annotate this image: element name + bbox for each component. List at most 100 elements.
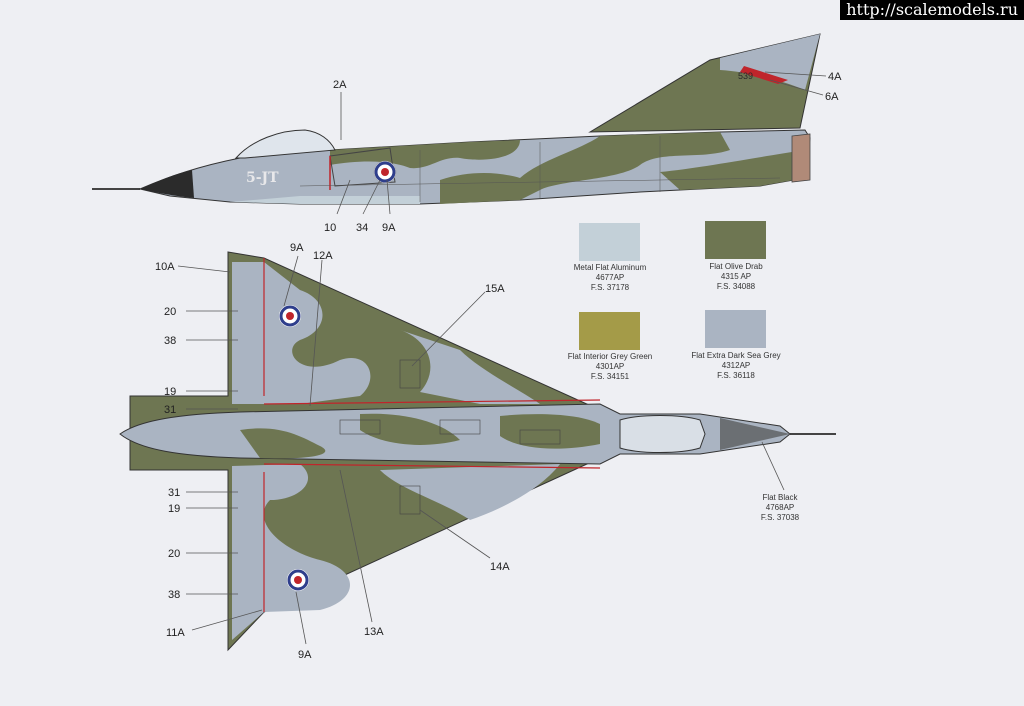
- planform-camo-olive: [240, 428, 326, 459]
- swatch-label-aluminum: Metal Flat Aluminum 4677AP F.S. 37178: [540, 263, 680, 293]
- profile-roundel-blue: [374, 161, 396, 183]
- swatch-name: Metal Flat Aluminum: [573, 263, 647, 272]
- swatch-name: Flat Olive Drab: [709, 262, 763, 271]
- swatch-fs: F.S. 37178: [590, 283, 630, 292]
- roundel-blue: [279, 305, 301, 327]
- leader-line: [362, 179, 381, 215]
- profile-roundel-centre: [381, 168, 389, 176]
- profile-intake: [329, 147, 396, 187]
- callout-label: 31: [164, 404, 176, 416]
- callout-label: 20: [168, 548, 180, 560]
- leader-line: [339, 469, 373, 623]
- panel: [439, 419, 481, 435]
- leader-line: [764, 71, 827, 77]
- flat-black-label: Flat Black 4768AP F.S. 37038: [735, 493, 825, 523]
- swatch-code: 4301AP: [595, 362, 625, 371]
- panel-line: [299, 177, 781, 187]
- side-code: 5-JT: [246, 170, 279, 186]
- callout-label: 10A: [155, 261, 175, 273]
- swatch-label-interior-grey-green: Flat Interior Grey Green 4301AP F.S. 341…: [540, 352, 680, 382]
- profile-canopy: [234, 129, 336, 159]
- callout-label: 19: [168, 503, 180, 515]
- callout-label: 20: [164, 306, 176, 318]
- profile-underside: [230, 196, 420, 204]
- profile-camo-olive-2: [440, 132, 730, 204]
- planform-nose: [720, 418, 790, 450]
- callout-label: 6A: [825, 91, 839, 103]
- planform-canopy: [619, 415, 706, 453]
- leader-line: [411, 291, 486, 367]
- planform-camo-grey-4: [380, 464, 560, 520]
- leader-line: [191, 609, 263, 631]
- roundel-blue: [287, 569, 309, 591]
- leader-line: [761, 441, 785, 491]
- profile-nose-cone: [140, 170, 194, 198]
- leader-line: [283, 255, 299, 307]
- color-swatches: [579, 221, 766, 350]
- callout-label: 34: [356, 222, 368, 234]
- leader-line: [295, 591, 307, 645]
- planform-camo-olive-3: [500, 414, 600, 449]
- leader-line: [386, 179, 391, 215]
- leader-line: [177, 265, 231, 273]
- callout-label: 9A: [298, 649, 312, 661]
- flat-black-code: 4768AP: [765, 503, 795, 512]
- callout-label: 38: [164, 335, 176, 347]
- callout-label: 2A: [333, 79, 347, 91]
- callout-label: 12A: [313, 250, 333, 262]
- roundel-red: [294, 576, 302, 584]
- swatch-label-olive-drab: Flat Olive Drab 4315 AP F.S. 34088: [666, 262, 806, 292]
- planform-camo-grey-3: [232, 464, 350, 640]
- leader-line: [419, 509, 491, 559]
- callout-label: 13A: [364, 626, 384, 638]
- swatch-fs: F.S. 34088: [716, 282, 756, 291]
- wing-red-line: [263, 399, 601, 405]
- swatch-flat-interior-grey-green: [579, 312, 640, 350]
- swatch-flat-extra-dark-sea-grey: [705, 310, 766, 348]
- profile-fin-camo: [720, 34, 820, 90]
- callout-label: 9A: [290, 242, 304, 254]
- profile-exhaust: [791, 133, 811, 183]
- swatch-code: 4315 AP: [720, 272, 752, 281]
- callout-label: 10: [324, 222, 336, 234]
- profile-camo-olive-3: [660, 150, 805, 190]
- swatch-name: Flat Extra Dark Sea Grey: [691, 351, 781, 360]
- callout-label: 4A: [828, 71, 842, 83]
- planform-camo-olive-2: [360, 413, 460, 445]
- callout-label: 15A: [485, 283, 505, 295]
- panel: [519, 429, 561, 445]
- roundel-red: [286, 312, 294, 320]
- flat-black-fs: F.S. 37038: [760, 513, 800, 522]
- planform-camo-grey: [232, 262, 371, 404]
- planform-view: 10A 9A 12A 15A 20 38 19 31 31 19 20 38 1…: [119, 242, 836, 661]
- swatch-metal-flat-aluminum: [579, 223, 640, 261]
- callout-label: 38: [168, 589, 180, 601]
- wing-red-line: [263, 463, 601, 469]
- planform-roundel-upper: [279, 305, 301, 327]
- leader-line: [769, 79, 824, 96]
- watermark: http://scalemodels.ru: [840, 0, 1024, 20]
- planform-camo-grey-2: [400, 330, 540, 404]
- callout-label: 19: [164, 386, 176, 398]
- leader-line: [309, 259, 323, 407]
- planform-roundel-lower: [287, 569, 309, 591]
- panel: [399, 485, 421, 515]
- swatch-code: 4677AP: [595, 273, 625, 282]
- swatch-label-extra-dark-sea-grey: Flat Extra Dark Sea Grey 4312AP F.S. 361…: [666, 351, 806, 381]
- swatch-fs: F.S. 34151: [590, 372, 630, 381]
- callout-label: 14A: [490, 561, 510, 573]
- leader-line: [336, 179, 351, 215]
- swatch-name: Flat Interior Grey Green: [567, 352, 653, 361]
- profile-camo-olive: [330, 140, 520, 169]
- callout-label: 9A: [382, 222, 396, 234]
- panel: [339, 419, 381, 435]
- panel: [399, 359, 421, 389]
- flat-black-name: Flat Black: [762, 493, 798, 502]
- swatch-fs: F.S. 36118: [717, 371, 755, 380]
- callout-label: 31: [168, 487, 180, 499]
- tail-number: 539: [738, 71, 753, 81]
- tail-stripe: [740, 66, 788, 84]
- callout-label: 11A: [166, 627, 185, 639]
